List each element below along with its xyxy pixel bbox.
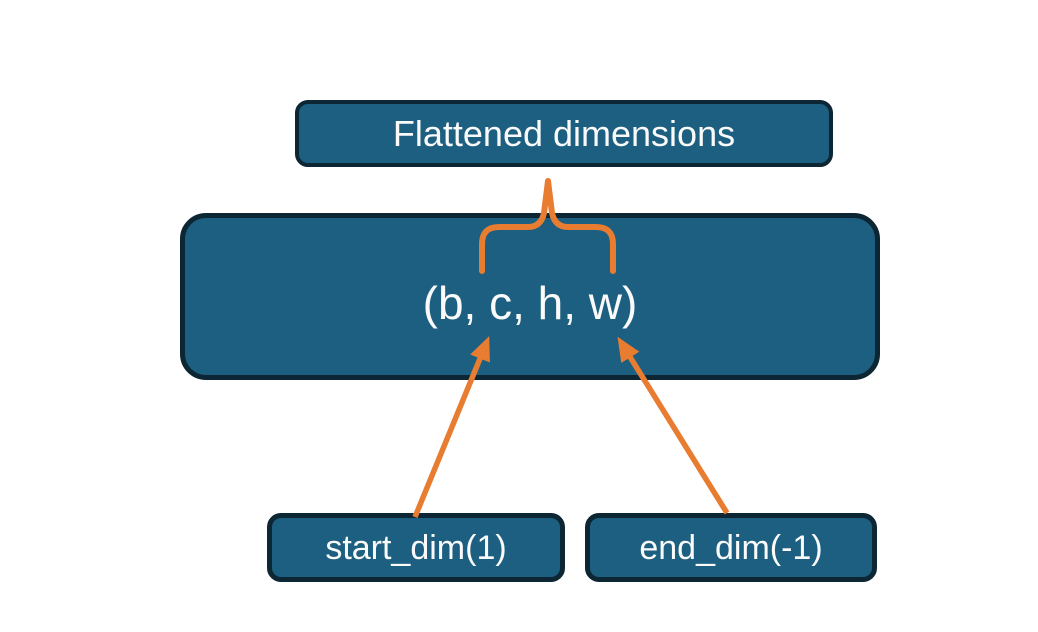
end-dim-box: end_dim(-1) xyxy=(585,513,877,582)
flattened-dimensions-label: Flattened dimensions xyxy=(392,112,736,154)
tensor-shape-box: (b, c, h, w) xyxy=(180,213,880,380)
end-dim-label: end_dim(-1) xyxy=(639,528,823,567)
start-dim-label: start_dim(1) xyxy=(325,528,507,567)
flattened-dimensions-box: Flattened dimensions xyxy=(295,100,833,167)
start-dim-box: start_dim(1) xyxy=(267,513,565,582)
tensor-shape-label: (b, c, h, w) xyxy=(422,276,638,329)
